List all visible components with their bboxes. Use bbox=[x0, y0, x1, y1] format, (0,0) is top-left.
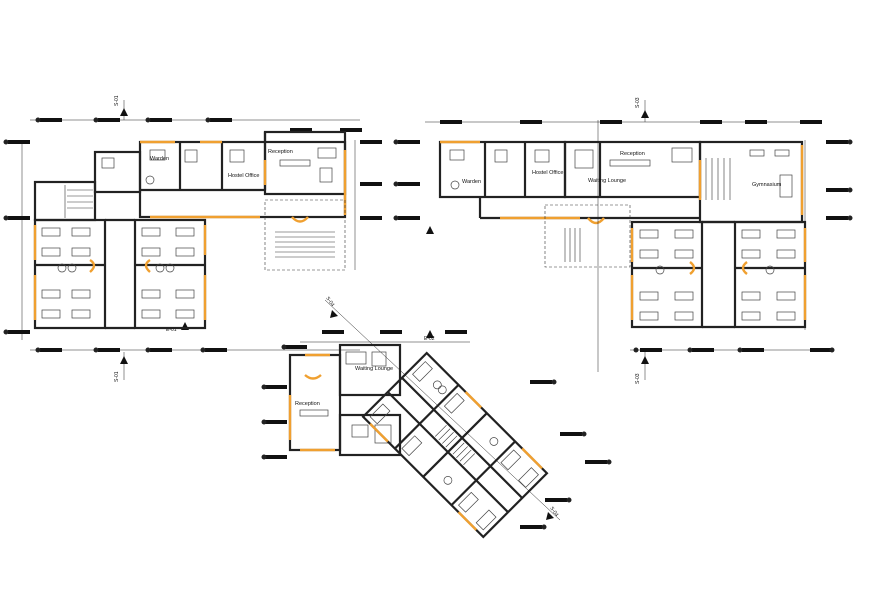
gymnasium-label: Gymnasium bbox=[752, 182, 782, 188]
section-marker-s04-b: S-04 bbox=[548, 506, 559, 518]
rotated-wing-plan: E-02 S-04 S-04 Waiting Lounge Reception bbox=[261, 296, 612, 539]
hostel-office-label: Hostel Office bbox=[228, 173, 259, 179]
section-marker-top: S-01 bbox=[114, 95, 120, 106]
ground-floor-plan: S-01 S-01 E-01 Warden Hostel Office Rece… bbox=[3, 95, 382, 382]
first-floor-plan: S-03 S-03 Warden Hostel bbox=[393, 97, 853, 384]
reception-label-2: Reception bbox=[620, 151, 645, 157]
waiting-lounge-label-2: Waiting Lounge bbox=[588, 178, 626, 184]
waiting-lounge-label-3: Waiting Lounge bbox=[355, 366, 393, 372]
section-marker-s04-a: S-04 bbox=[324, 296, 335, 308]
section-marker-e02: E-02 bbox=[424, 336, 435, 342]
hostel-office-label-2: Hostel Office bbox=[532, 170, 563, 176]
warden-label: Warden bbox=[150, 156, 169, 162]
section-marker-bottom: S-01 bbox=[114, 371, 120, 382]
reception-label-3: Reception bbox=[295, 401, 320, 407]
section-marker-top-2: S-03 bbox=[635, 97, 641, 108]
section-marker-bottom-2: S-03 bbox=[635, 373, 641, 384]
reception-label: Reception bbox=[268, 149, 293, 155]
warden-label-2: Warden bbox=[462, 179, 481, 185]
elevation-marker: E-01 bbox=[166, 327, 177, 333]
